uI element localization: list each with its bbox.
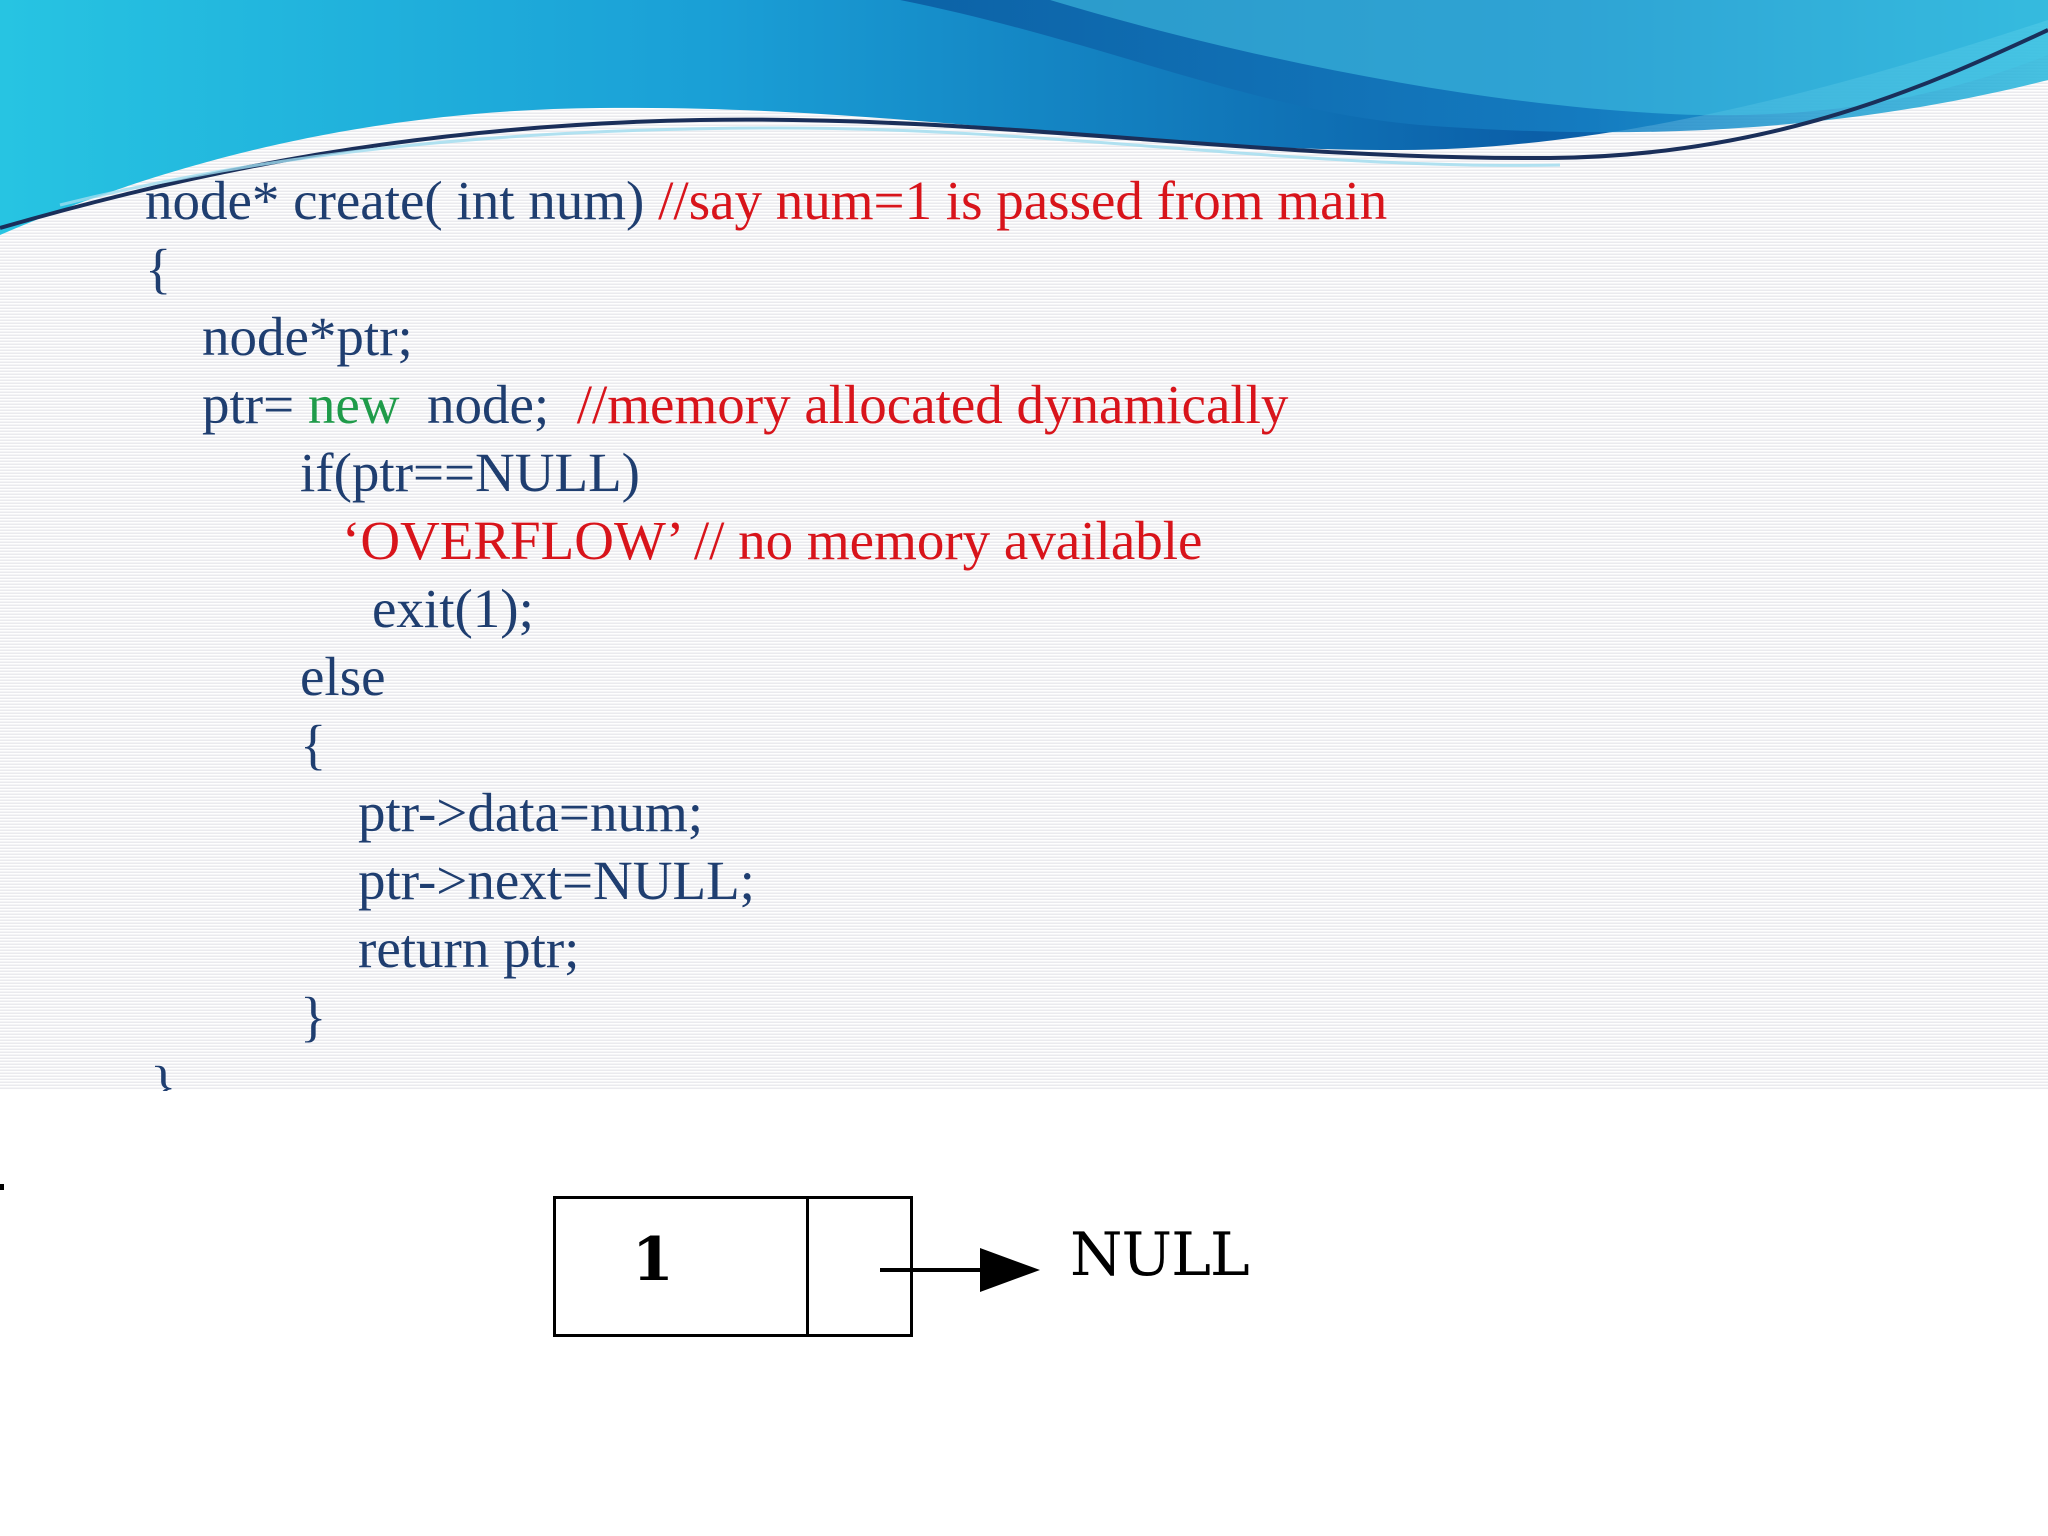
code-line-return: return ptr; xyxy=(358,918,580,979)
code-line-inner-close-brace: } xyxy=(300,986,327,1047)
node-data-value: 1 xyxy=(632,1225,674,1295)
code-line-overflow: ‘OVERFLOW’ // no memory available xyxy=(342,510,1203,571)
edge-mark xyxy=(0,1184,4,1190)
code-line-exit: exit(1); xyxy=(372,578,534,639)
signature-comment: //say num=1 is passed from main xyxy=(658,170,1388,231)
code-line-close-brace: } xyxy=(150,1055,177,1091)
null-label: NULL xyxy=(1070,1220,1250,1290)
code-line-declaration: node*ptr; xyxy=(202,306,413,367)
code-line-else: else xyxy=(300,646,386,707)
function-signature: node* create( int num) xyxy=(145,170,645,231)
code-line-assign-next: ptr->next=NULL; xyxy=(358,850,755,911)
new-keyword: new xyxy=(307,374,400,435)
right-arrow-icon xyxy=(880,1248,1040,1292)
code-line-if: if(ptr==NULL) xyxy=(300,442,640,503)
allocation-prefix: ptr= xyxy=(202,374,308,435)
code-line-inner-open-brace: { xyxy=(300,714,327,775)
allocation-comment: //memory allocated dynamically xyxy=(576,374,1289,435)
code-line-assign-data: ptr->data=num; xyxy=(358,782,704,843)
slide-background xyxy=(0,0,2048,1090)
code-line-allocation: ptr= new node; //memory allocated dynami… xyxy=(202,374,1288,436)
linked-list-node-diagram: 1 NULL xyxy=(540,1185,1260,1355)
header-wave-decoration xyxy=(0,0,2048,235)
node-box xyxy=(553,1196,913,1337)
code-line-signature: node* create( int num) //say num=1 is pa… xyxy=(145,170,1387,232)
code-line-open-brace: { xyxy=(145,238,172,299)
node-pointer-divider xyxy=(806,1196,809,1337)
allocation-type: node; xyxy=(427,374,550,435)
